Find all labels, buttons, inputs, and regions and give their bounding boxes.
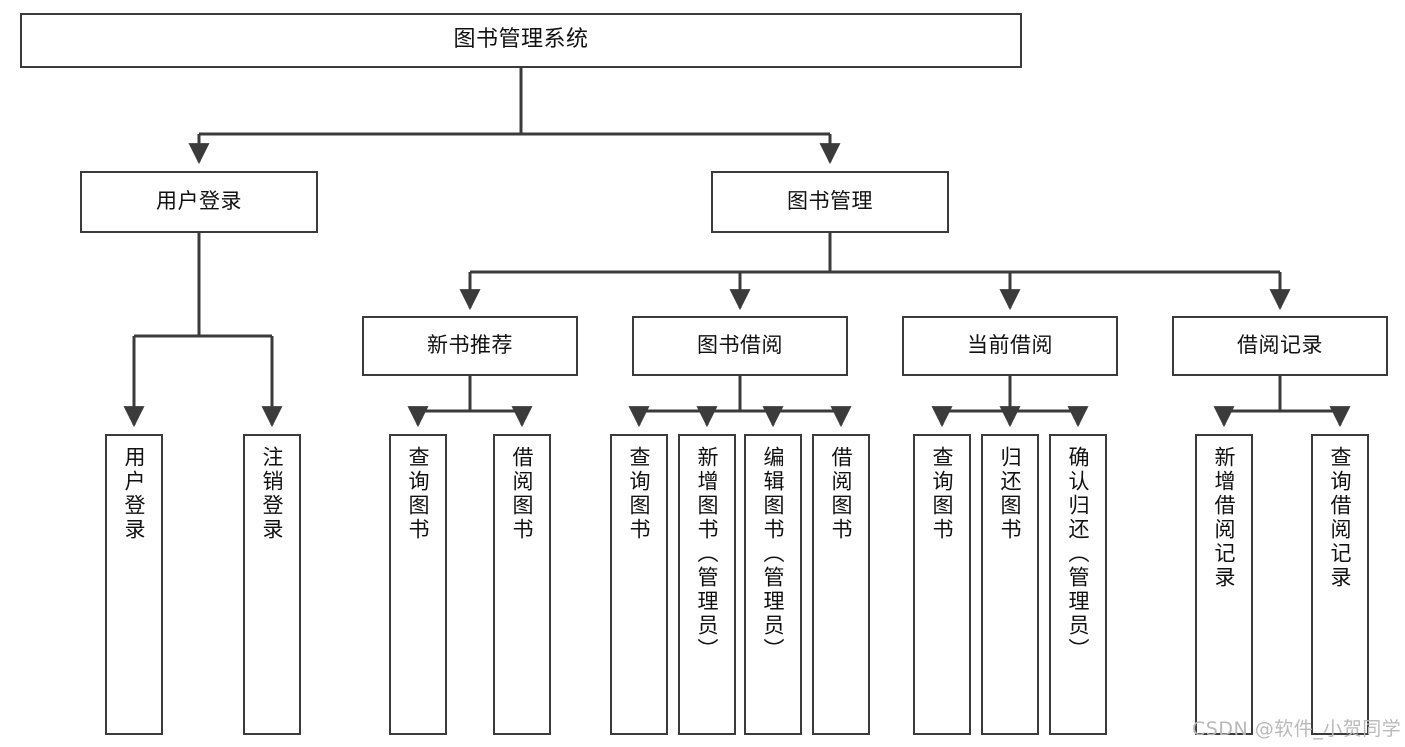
leaf-current-borrow-return-label: 归还图书 bbox=[998, 446, 1023, 542]
leaf-new-book-borrow[interactable]: 借阅图书 bbox=[493, 434, 551, 735]
leaf-new-book-borrow-label: 借阅图书 bbox=[510, 446, 535, 542]
node-current-borrow-label: 当前借阅 bbox=[967, 333, 1053, 358]
node-borrow-record-label: 借阅记录 bbox=[1237, 333, 1323, 358]
node-book-management-label: 图书管理 bbox=[787, 189, 873, 214]
node-root-system-label: 图书管理系统 bbox=[453, 27, 589, 53]
leaf-borrow-record-query[interactable]: 查询借阅记录 bbox=[1311, 434, 1369, 735]
node-new-book-recommend[interactable]: 新书推荐 bbox=[362, 316, 578, 376]
leaf-user-login-signin[interactable]: 用户登录 bbox=[105, 434, 163, 735]
leaf-new-book-query-label: 查询图书 bbox=[406, 446, 431, 542]
node-current-borrow[interactable]: 当前借阅 bbox=[902, 316, 1118, 376]
leaf-current-borrow-return[interactable]: 归还图书 bbox=[981, 434, 1039, 735]
leaf-new-book-query[interactable]: 查询图书 bbox=[389, 434, 447, 735]
node-book-borrow-label: 图书借阅 bbox=[697, 333, 783, 358]
leaf-current-borrow-query[interactable]: 查询图书 bbox=[913, 434, 971, 735]
leaf-borrow-record-query-label: 查询借阅记录 bbox=[1328, 446, 1353, 590]
node-book-borrow[interactable]: 图书借阅 bbox=[632, 316, 848, 376]
leaf-borrow-record-add[interactable]: 新增借阅记录 bbox=[1195, 434, 1253, 735]
leaf-current-borrow-query-label: 查询图书 bbox=[930, 446, 955, 542]
leaf-book-borrow-query[interactable]: 查询图书 bbox=[610, 434, 668, 735]
leaf-book-borrow-add[interactable]: 新增图书（管理员） bbox=[678, 434, 736, 735]
leaf-borrow-record-add-label: 新增借阅记录 bbox=[1212, 446, 1237, 590]
leaf-current-borrow-confirm-label: 确认归还（管理员） bbox=[1066, 446, 1091, 662]
node-new-book-recommend-label: 新书推荐 bbox=[427, 333, 513, 358]
node-user-login-label: 用户登录 bbox=[156, 189, 242, 214]
leaf-current-borrow-confirm[interactable]: 确认归还（管理员） bbox=[1049, 434, 1107, 735]
leaf-book-borrow-add-label: 新增图书（管理员） bbox=[695, 446, 720, 662]
leaf-book-borrow-edit[interactable]: 编辑图书（管理员） bbox=[744, 434, 802, 735]
node-user-login[interactable]: 用户登录 bbox=[80, 171, 318, 233]
node-borrow-record[interactable]: 借阅记录 bbox=[1172, 316, 1388, 376]
node-root-system[interactable]: 图书管理系统 bbox=[20, 13, 1022, 68]
leaf-user-login-signout-label: 注销登录 bbox=[260, 446, 285, 542]
leaf-book-borrow-lend-label: 借阅图书 bbox=[829, 446, 854, 542]
leaf-book-borrow-edit-label: 编辑图书（管理员） bbox=[761, 446, 786, 662]
leaf-book-borrow-query-label: 查询图书 bbox=[627, 446, 652, 542]
leaf-user-login-signout[interactable]: 注销登录 bbox=[243, 434, 301, 735]
leaf-book-borrow-lend[interactable]: 借阅图书 bbox=[812, 434, 870, 735]
node-book-management[interactable]: 图书管理 bbox=[711, 171, 949, 233]
leaf-user-login-signin-label: 用户登录 bbox=[122, 446, 147, 542]
